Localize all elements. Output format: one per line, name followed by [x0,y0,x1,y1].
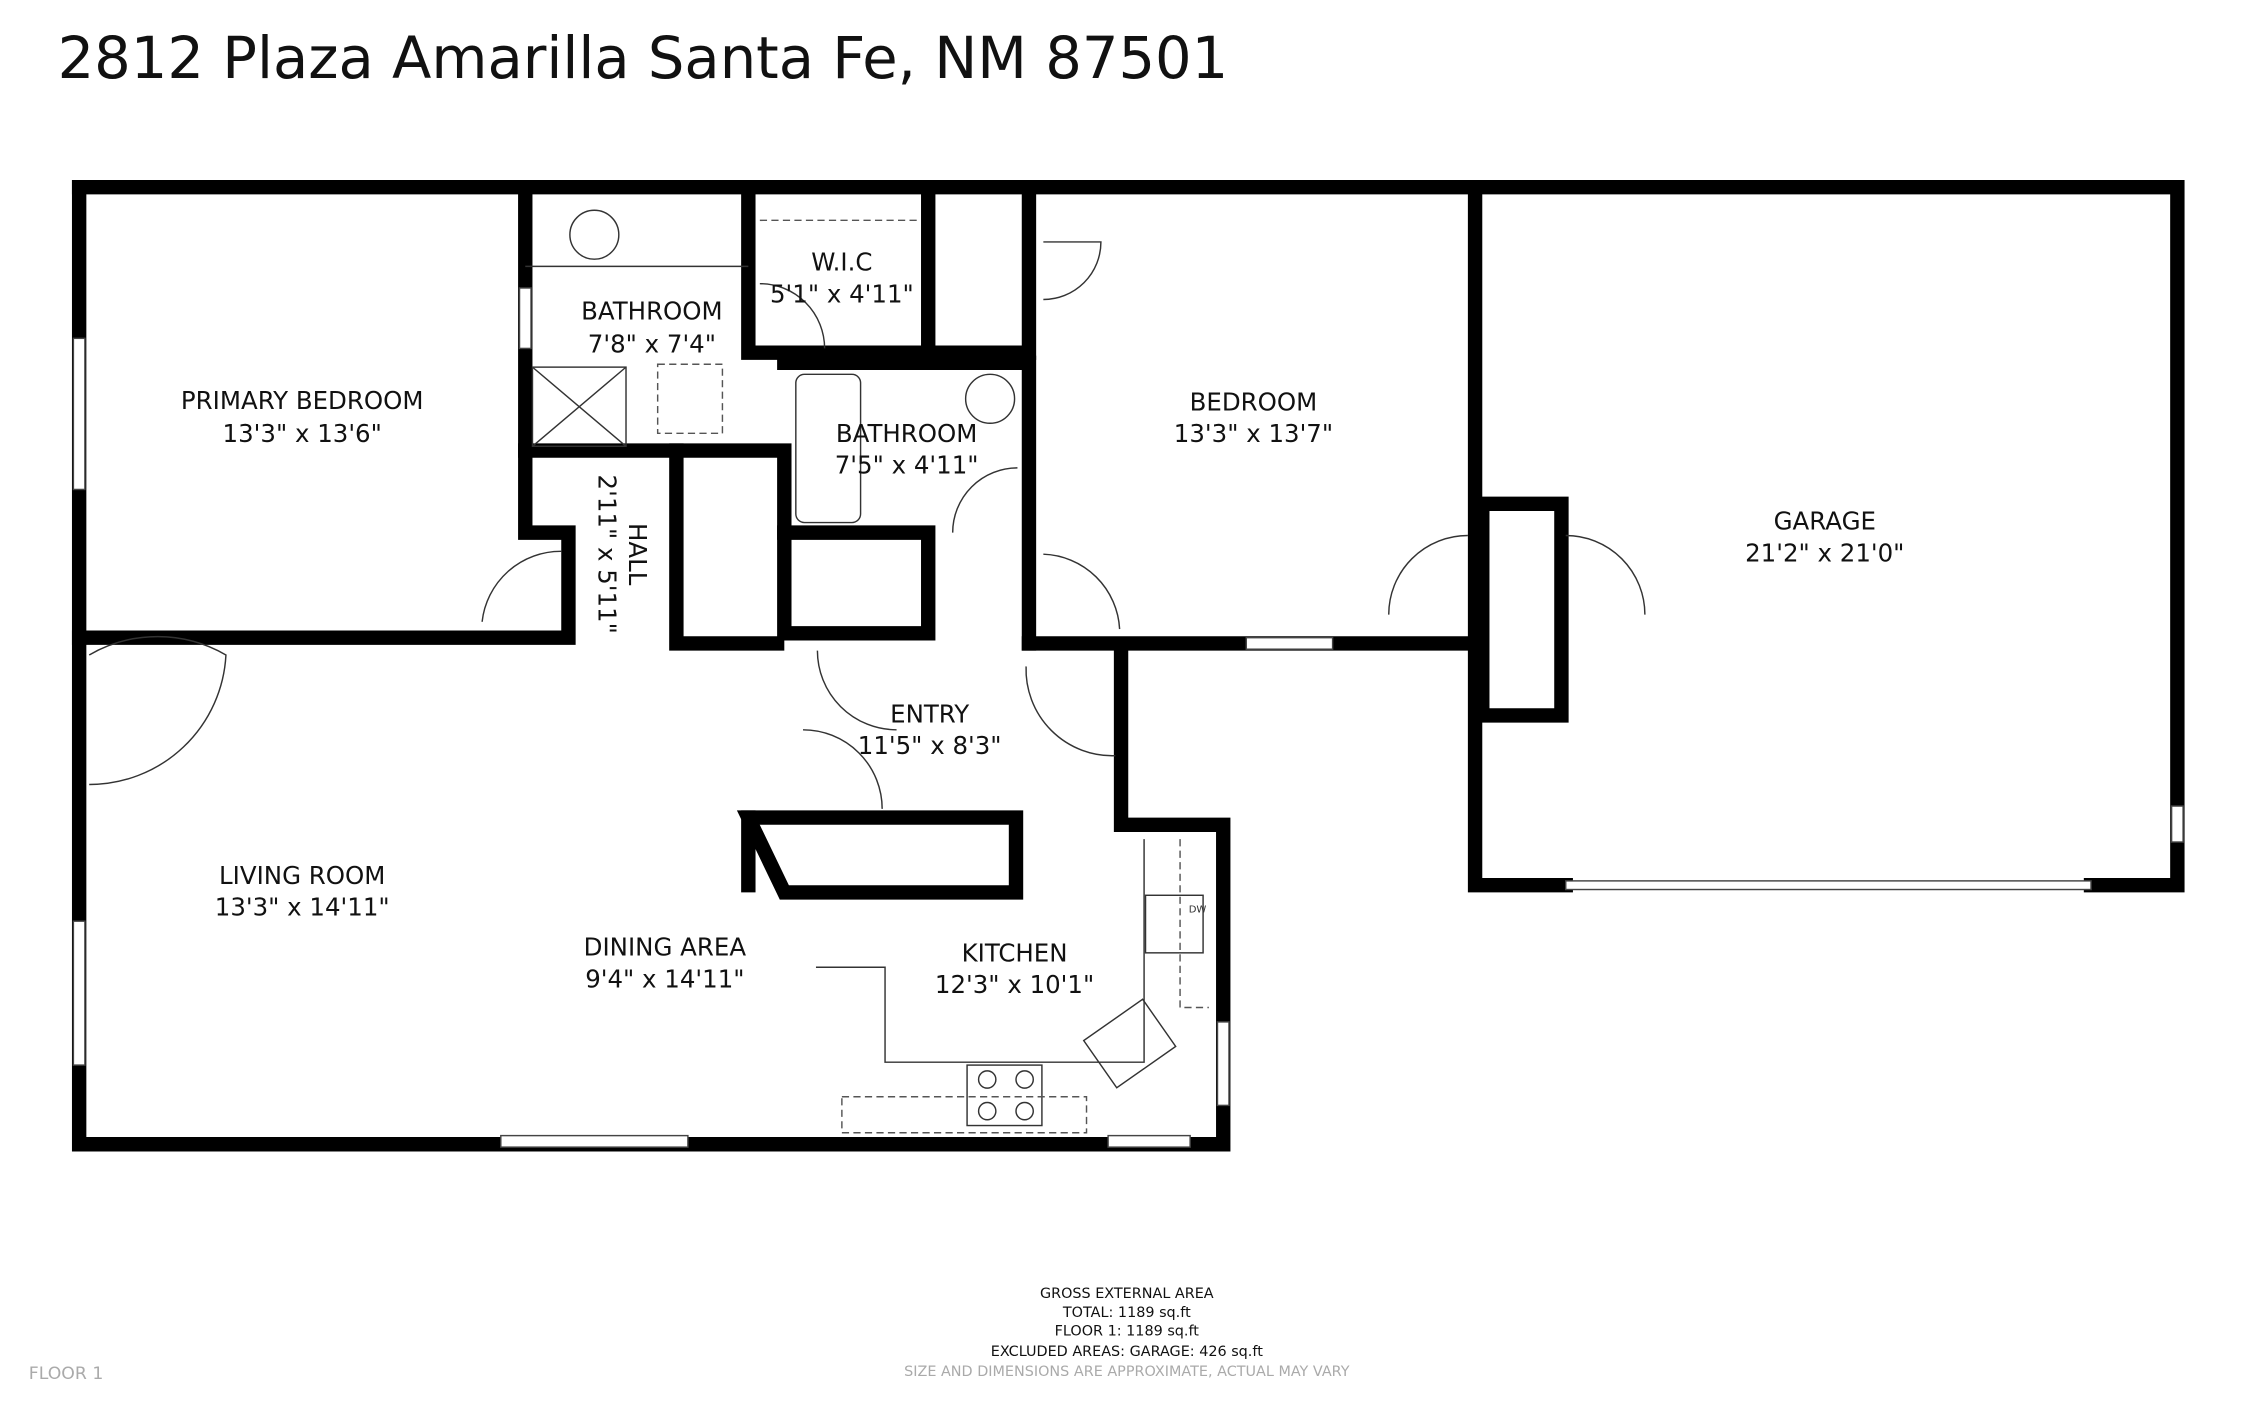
room-size: 13'3" x 13'6" [223,419,382,448]
room-size: 11'5" x 8'3" [858,731,1002,760]
room-size: 12'3" x 10'1" [935,970,1094,999]
room-size: 21'2" x 21'0" [1745,538,1904,567]
room-labels: PRIMARY BEDROOM 13'3" x 13'6" BATHROOM 7… [181,248,1905,999]
room-name: HALL [623,523,652,586]
room-size: 7'8" x 7'4" [588,330,716,359]
room-name: ENTRY [890,700,969,729]
windows [72,287,2184,1148]
room-name: BATHROOM [581,297,723,326]
room-size: 7'5" x 4'11" [835,451,979,480]
excluded-area: EXCLUDED AREAS: GARAGE: 426 sq.ft [991,1344,1263,1360]
room-size: 5'1" x 4'11" [770,279,914,308]
room-size: 2'11" x 5'11" [593,475,622,634]
room-name: GARAGE [1774,507,1876,536]
walls [71,180,2185,1152]
room-name: DINING AREA [584,933,747,962]
floor1-area: FLOOR 1: 1189 sq.ft [1055,1324,1200,1340]
room-name: W.I.C [811,248,872,277]
page-title: 2812 Plaza Amarilla Santa Fe, NM 87501 [58,25,1229,92]
room-size: 9'4" x 14'11" [585,964,744,993]
room-name: KITCHEN [962,938,1068,967]
room-name: LIVING ROOM [219,861,385,890]
total-area: TOTAL: 1189 sq.ft [1062,1305,1191,1321]
room-size: 13'3" x 14'11" [215,892,390,921]
gross-area-heading: GROSS EXTERNAL AREA [1040,1286,1214,1302]
fixtures: DW [88,209,1209,1134]
disclaimer: SIZE AND DIMENSIONS ARE APPROXIMATE, ACT… [904,1364,1350,1380]
area-summary: GROSS EXTERNAL AREA TOTAL: 1189 sq.ft FL… [904,1286,1350,1380]
floor-label: FLOOR 1 [29,1364,104,1384]
doors [481,241,1646,809]
room-name: BATHROOM [836,419,978,448]
room-name: PRIMARY BEDROOM [181,386,424,415]
room-name: BEDROOM [1190,387,1318,416]
room-size: 13'3" x 13'7" [1174,419,1333,448]
dishwasher-label: DW [1189,905,1207,916]
